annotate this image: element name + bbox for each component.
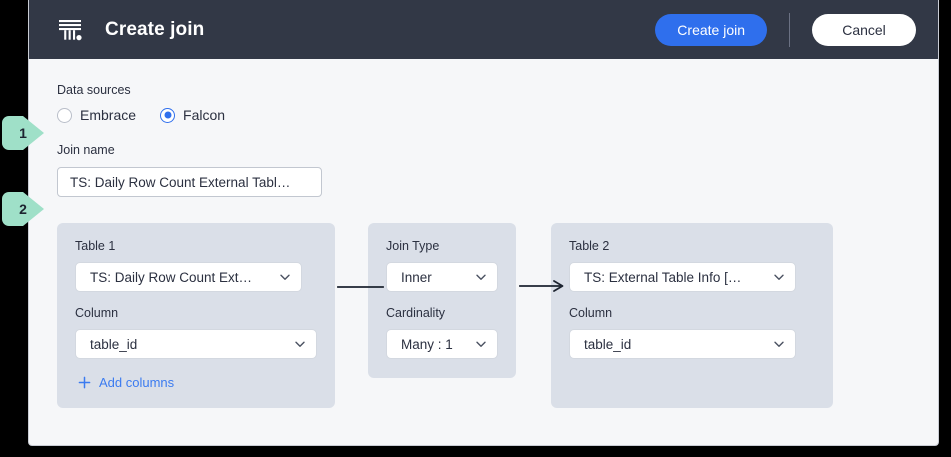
join-builder-row: Table 1 TS: Daily Row Count Ext… Column …: [57, 223, 910, 408]
create-join-modal: Create join Create join Cancel Data sour…: [28, 0, 939, 446]
table1-select[interactable]: TS: Daily Row Count Ext…: [75, 262, 302, 292]
chevron-down-icon: [774, 274, 784, 280]
table2-card: Table 2 TS: External Table Info [… Colum…: [551, 223, 833, 408]
cardinality-select[interactable]: Many : 1: [386, 329, 498, 359]
radio-circle-selected-icon[interactable]: [160, 107, 176, 123]
page-title: Create join: [105, 18, 205, 40]
table1-card: Table 1 TS: Daily Row Count Ext… Column …: [57, 223, 335, 408]
join-name-label: Join name: [57, 143, 115, 157]
chevron-down-icon: [476, 341, 486, 347]
radio-circle-icon[interactable]: [57, 107, 72, 123]
add-columns-button[interactable]: Add columns: [75, 375, 317, 390]
join-type-card: Join Type Inner Cardinality Many : 1: [368, 223, 516, 378]
table2-column-value: table_id: [584, 336, 632, 352]
arrow-connector: [519, 279, 568, 298]
header-divider: [789, 12, 790, 47]
callout-pin-1: 1: [2, 116, 58, 150]
table2-select-value: TS: External Table Info […: [584, 269, 742, 285]
chevron-down-icon: [774, 341, 784, 347]
callout-pin-1-number: 1: [19, 125, 27, 141]
table1-label: Table 1: [75, 239, 116, 253]
table2-column-label: Column: [569, 306, 613, 320]
cardinality-label: Cardinality: [386, 306, 446, 320]
cancel-button[interactable]: Cancel: [812, 13, 916, 46]
table1-column-select[interactable]: table_id: [75, 329, 317, 359]
radio-option-embrace[interactable]: Embrace: [57, 107, 136, 123]
table1-column-value: table_id: [90, 336, 138, 352]
data-sources-radio-group: Embrace Falcon: [57, 107, 910, 123]
cardinality-value: Many : 1: [401, 336, 453, 352]
join-type-value: Inner: [401, 269, 432, 285]
chevron-down-icon: [295, 341, 305, 347]
join-name-input[interactable]: TS: Daily Row Count External Tabl…: [57, 167, 322, 197]
table2-label: Table 2: [569, 239, 610, 253]
create-join-button[interactable]: Create join: [655, 13, 767, 46]
add-columns-label: Add columns: [99, 375, 175, 390]
table1-select-value: TS: Daily Row Count Ext…: [90, 269, 253, 285]
data-sources-label: Data sources: [57, 83, 131, 97]
table1-column-label: Column: [75, 306, 119, 320]
line-connector: [337, 279, 384, 297]
chevron-down-icon: [280, 274, 290, 280]
radio-option-falcon[interactable]: Falcon: [160, 107, 225, 123]
plus-icon: [78, 376, 91, 389]
chevron-down-icon: [476, 274, 486, 280]
modal-body: Data sources Embrace Falcon Join name TS…: [29, 59, 938, 408]
callout-pin-2-number: 2: [19, 201, 27, 217]
thoughtspot-logo-icon: [55, 15, 85, 45]
modal-header: Create join Create join Cancel: [29, 0, 938, 59]
join-type-select[interactable]: Inner: [386, 262, 498, 292]
radio-label-embrace: Embrace: [80, 107, 137, 123]
join-type-label: Join Type: [386, 239, 440, 253]
table2-select[interactable]: TS: External Table Info […: [569, 262, 796, 292]
table2-column-select[interactable]: table_id: [569, 329, 796, 359]
callout-pin-2: 2: [2, 192, 58, 226]
radio-label-falcon: Falcon: [183, 107, 226, 123]
header-actions: Create join Cancel: [655, 12, 916, 47]
